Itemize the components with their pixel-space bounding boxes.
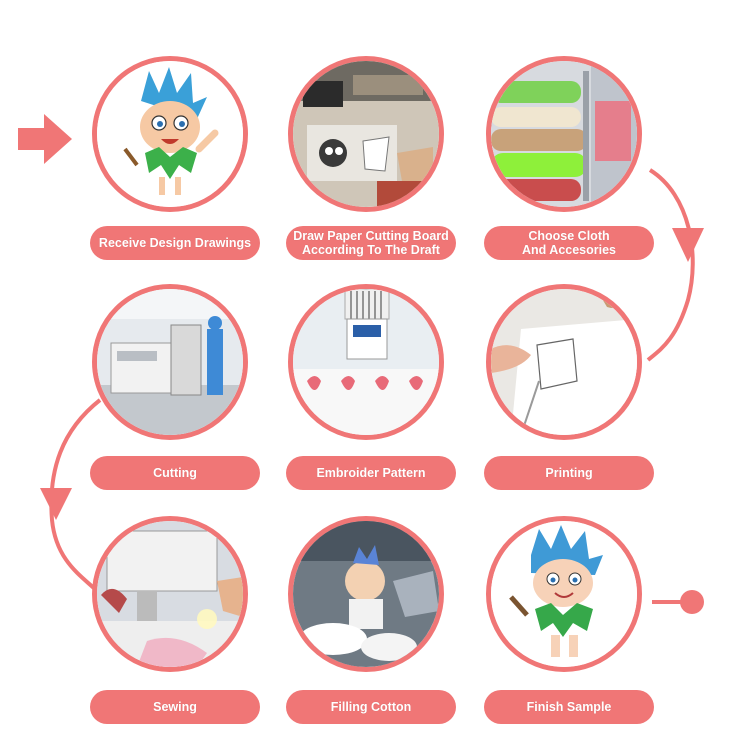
step-photo-cutting-machine <box>92 284 248 440</box>
step-photo-filling-cotton <box>288 516 444 672</box>
step-label-cutting: Cutting <box>90 456 260 490</box>
step-label-draw-paper: Draw Paper Cutting Board According To Th… <box>286 226 456 260</box>
arrow-down-icon <box>40 488 72 520</box>
step-photo-embroidery <box>288 284 444 440</box>
step-label-choose-cloth: Choose Cloth And Accesories <box>484 226 654 260</box>
connector-right-upper <box>646 168 695 362</box>
step-label-filling-cotton: Filling Cotton <box>286 690 456 724</box>
step-label-receive-design: Receive Design Drawings <box>90 226 260 260</box>
step-photo-paper-pattern <box>288 56 444 212</box>
step-label-finish-sample: Finish Sample <box>484 690 654 724</box>
step-photo-design-drawing <box>92 56 248 212</box>
step-photo-finished-doll <box>486 516 642 672</box>
step-photo-fabric-rolls <box>486 56 642 212</box>
step-label-sewing: Sewing <box>90 690 260 724</box>
end-dot-icon <box>680 590 704 614</box>
arrow-down-icon <box>672 228 704 262</box>
step-photo-printing <box>486 284 642 440</box>
start-arrow-icon <box>18 114 72 164</box>
step-photo-sewing <box>92 516 248 672</box>
connector-left-lower <box>49 398 102 592</box>
step-label-printing: Printing <box>484 456 654 490</box>
step-label-embroider: Embroider Pattern <box>286 456 456 490</box>
